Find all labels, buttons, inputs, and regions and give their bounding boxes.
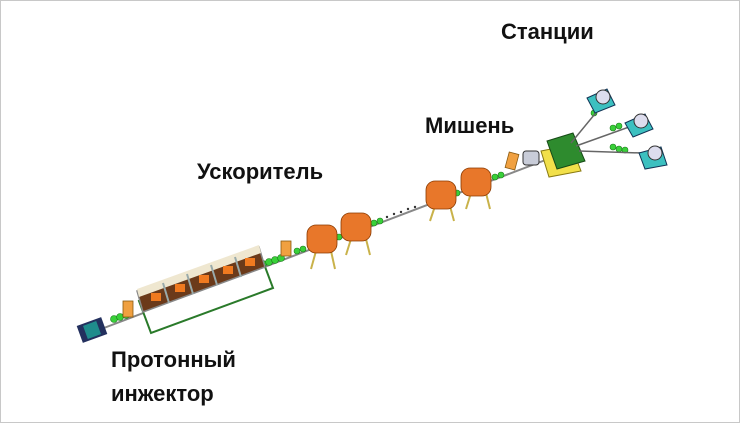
ion-source-icon [76,317,108,343]
target-icon [522,108,642,178]
beam-gap-dots [385,205,417,219]
experimental-station-icon [586,88,668,170]
accelerator-cavity-icon [306,167,492,270]
accelerator-label: Ускоритель [197,159,324,184]
injector-label-line1: Протонный [111,347,236,372]
rfq-injector-icon [136,245,275,335]
target-label: Мишень [425,113,515,138]
stations-label: Станции [501,19,594,44]
injector-label-line2: инжектор [111,381,214,406]
buncher-icon [122,151,520,318]
